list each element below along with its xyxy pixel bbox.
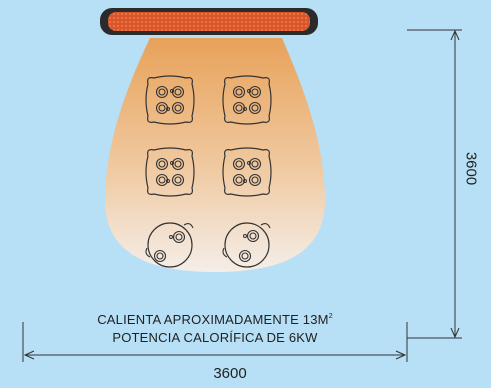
superscript-2: 2	[328, 313, 333, 320]
table-4-seats-icon	[145, 75, 195, 125]
depth-dimension	[407, 29, 462, 339]
table-2-seats-icon	[145, 222, 194, 268]
width-label: 3600	[213, 365, 247, 382]
table-4-seats-icon	[222, 75, 272, 125]
width-dimension	[22, 322, 408, 362]
table-2-seats-icon	[222, 222, 271, 268]
table-4-seats-icon	[145, 147, 195, 197]
heater-icon	[100, 8, 318, 35]
heat-coverage-area	[105, 38, 325, 272]
tables-layer	[145, 75, 272, 268]
coverage-text: CALIENTA APROXIMADAMENTE 13M	[97, 312, 329, 327]
power-caption: POTENCIA CALORÍFICA DE 6KW	[112, 330, 318, 345]
depth-label: 3600	[462, 151, 480, 186]
coverage-caption: CALIENTA APROXIMADAMENTE 13M2	[30, 312, 400, 327]
table-4-seats-icon	[222, 147, 272, 197]
